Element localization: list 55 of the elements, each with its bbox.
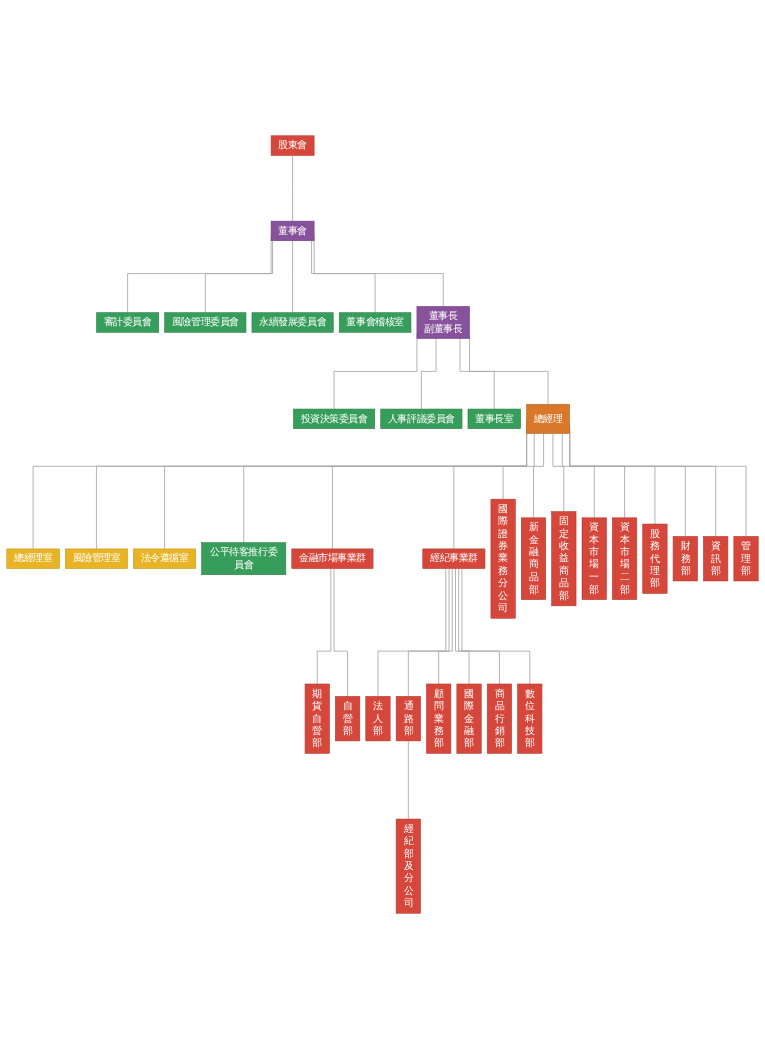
connector — [407, 568, 450, 697]
node-box — [335, 696, 361, 742]
connector — [407, 740, 409, 820]
node-box — [395, 696, 421, 742]
connector — [316, 568, 332, 685]
node-box — [6, 548, 60, 569]
connector — [459, 338, 495, 410]
connector — [458, 568, 500, 685]
connector — [292, 154, 294, 222]
node-box — [426, 683, 452, 754]
node-box — [380, 408, 463, 429]
node-box — [365, 696, 391, 742]
node-box — [467, 408, 521, 429]
node-box — [517, 683, 543, 754]
node-box — [703, 536, 729, 582]
node-box — [304, 683, 330, 754]
node-box — [486, 683, 512, 754]
node-box — [270, 220, 315, 241]
node-box — [416, 306, 470, 339]
node-box — [526, 403, 570, 434]
connector — [204, 240, 273, 314]
connector — [438, 568, 453, 685]
connector — [311, 240, 376, 314]
node-box — [642, 523, 668, 594]
node-box — [65, 548, 128, 569]
connector — [502, 432, 535, 500]
connector — [377, 568, 447, 697]
node-box — [672, 536, 698, 582]
node-box — [293, 408, 376, 429]
connector — [292, 240, 294, 314]
connector — [420, 338, 437, 410]
connector — [333, 568, 349, 697]
node-box — [270, 135, 315, 156]
node-box — [521, 517, 546, 600]
node-box — [733, 536, 759, 582]
connector — [533, 432, 545, 519]
node-box — [133, 548, 196, 569]
connector — [455, 568, 470, 685]
node-box — [251, 312, 334, 333]
node-box — [551, 511, 577, 607]
node-box — [96, 312, 159, 333]
node-box — [612, 517, 638, 600]
node-box — [338, 312, 412, 333]
node-box — [164, 312, 247, 333]
node-box — [456, 683, 482, 754]
connector — [552, 432, 565, 513]
node-box — [581, 517, 607, 600]
org-chart: 股東會 董事會 審計委員會 風險管理委員會 永續發展委員會 董事會稽核室 董事長 副董事長 投資決策委員會 人事評議委員會 董事長室 總經理 總經理室 風險管理室 法令遵循室 公平待客推行委員會 金融市場事業群 經紀事業群 期貨自營部 自營部 法人部 通路部 顧問業務部 國際金融部 商品行銷部 數位科技部 國際證券業務分公司 新金融商品部 固定收益商品部 資本市場一部 資本市場二部 股務代理部 財務部 資訊部 管理部 經紀部及分公司 — [2, 131, 763, 918]
node-box — [422, 548, 486, 569]
connector — [561, 432, 595, 519]
node-box — [201, 542, 287, 575]
node-box — [490, 498, 516, 619]
connector — [461, 568, 531, 685]
node-box — [291, 548, 374, 569]
node-box — [395, 818, 421, 914]
